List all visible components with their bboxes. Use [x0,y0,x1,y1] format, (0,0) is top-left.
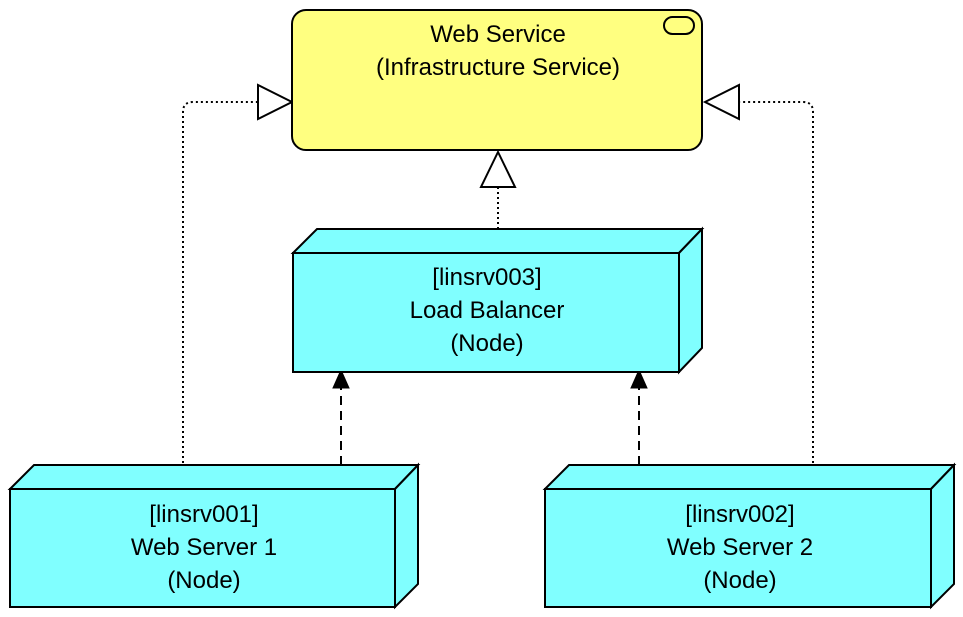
load-balancer-node[interactable]: [linsrv003] Load Balancer (Node) [290,226,705,375]
realization-webserver2-to-webservice [702,83,814,463]
web-service-name: Web Service [430,21,566,48]
node-top-face [290,228,705,254]
load-balancer-name: Load Balancer [410,297,565,324]
web-server-1-type: (Node) [167,567,240,594]
node-side-face [678,226,703,375]
web-server-1-id: [linsrv001] [149,501,258,528]
flow-arrowhead-icon [332,368,350,389]
realization-arrowhead-icon [257,83,295,121]
node-front-face [544,488,932,608]
web-server-1-name: Web Server 1 [131,534,277,561]
web-server-2-name: Web Server 2 [667,534,813,561]
infrastructure-service-icon [663,16,695,35]
web-server-2-type: (Node) [703,567,776,594]
node-front-face [292,252,680,373]
web-service-element[interactable]: Web Service (Infrastructure Service) [291,9,703,151]
web-server-1-node[interactable]: [linsrv001] Web Server 1 (Node) [7,462,421,610]
flow-webserver1-to-loadbalancer [332,368,350,465]
node-side-face [394,462,419,610]
web-server-2-node[interactable]: [linsrv002] Web Server 2 (Node) [542,462,957,610]
realization-arrowhead-icon [702,83,740,121]
realization-arrowhead-icon [479,149,517,188]
node-front-face [9,488,396,608]
load-balancer-id: [linsrv003] [432,264,541,291]
node-top-face [7,464,421,490]
service-box [291,9,703,151]
web-service-type: (Infrastructure Service) [376,54,620,81]
flow-webserver2-to-loadbalancer [630,368,648,465]
node-side-face [930,462,955,610]
node-top-face [542,464,957,490]
flow-arrowhead-icon [630,368,648,389]
web-server-2-id: [linsrv002] [685,501,794,528]
realization-loadbalancer-to-webservice [479,149,517,229]
load-balancer-type: (Node) [450,330,523,357]
realization-webserver1-to-webservice [182,83,295,463]
